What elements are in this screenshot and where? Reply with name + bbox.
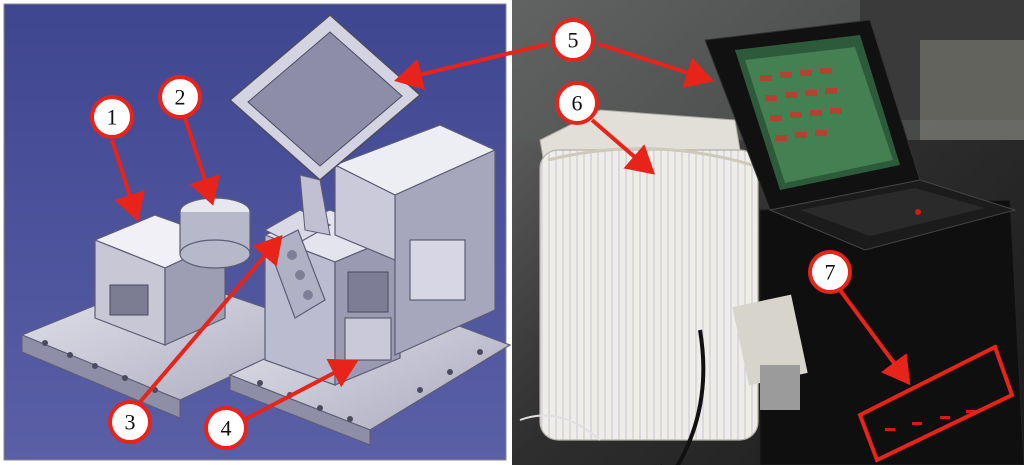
callout-2-label: 2: [175, 85, 186, 110]
callout-2: 2: [158, 75, 202, 119]
callout-3-label: 3: [125, 410, 136, 435]
callout-1-label: 1: [107, 105, 118, 130]
component-6-insulated-box: [539, 149, 759, 441]
arrow-6: [590, 118, 656, 175]
arrow-3: [138, 234, 283, 404]
arrow-7: [838, 288, 911, 386]
arrows: [110, 42, 911, 424]
arrow-1: [110, 139, 145, 222]
callout-4: 4: [204, 406, 248, 450]
photo-panel: [512, 0, 1024, 465]
callout-4-label: 4: [221, 416, 232, 441]
callout-5: 5: [551, 18, 595, 62]
component-7-indicator-lights: [885, 410, 976, 431]
callout-3: 3: [108, 400, 152, 444]
arrow-2: [183, 117, 220, 206]
callout-1: 1: [90, 95, 134, 139]
callout-7: 7: [808, 250, 852, 294]
arrow-5-right: [597, 42, 714, 88]
callout-7-label: 7: [825, 260, 836, 285]
callout-6: 6: [555, 81, 599, 125]
arrow-4: [239, 358, 359, 424]
arrow-5-left: [394, 42, 549, 90]
callouts: 1 2 3 4 5 6 7: [90, 18, 852, 450]
component-7-highlight-box: [857, 344, 1015, 463]
callout-5-label: 5: [568, 28, 579, 53]
callout-6-label: 6: [572, 91, 583, 116]
